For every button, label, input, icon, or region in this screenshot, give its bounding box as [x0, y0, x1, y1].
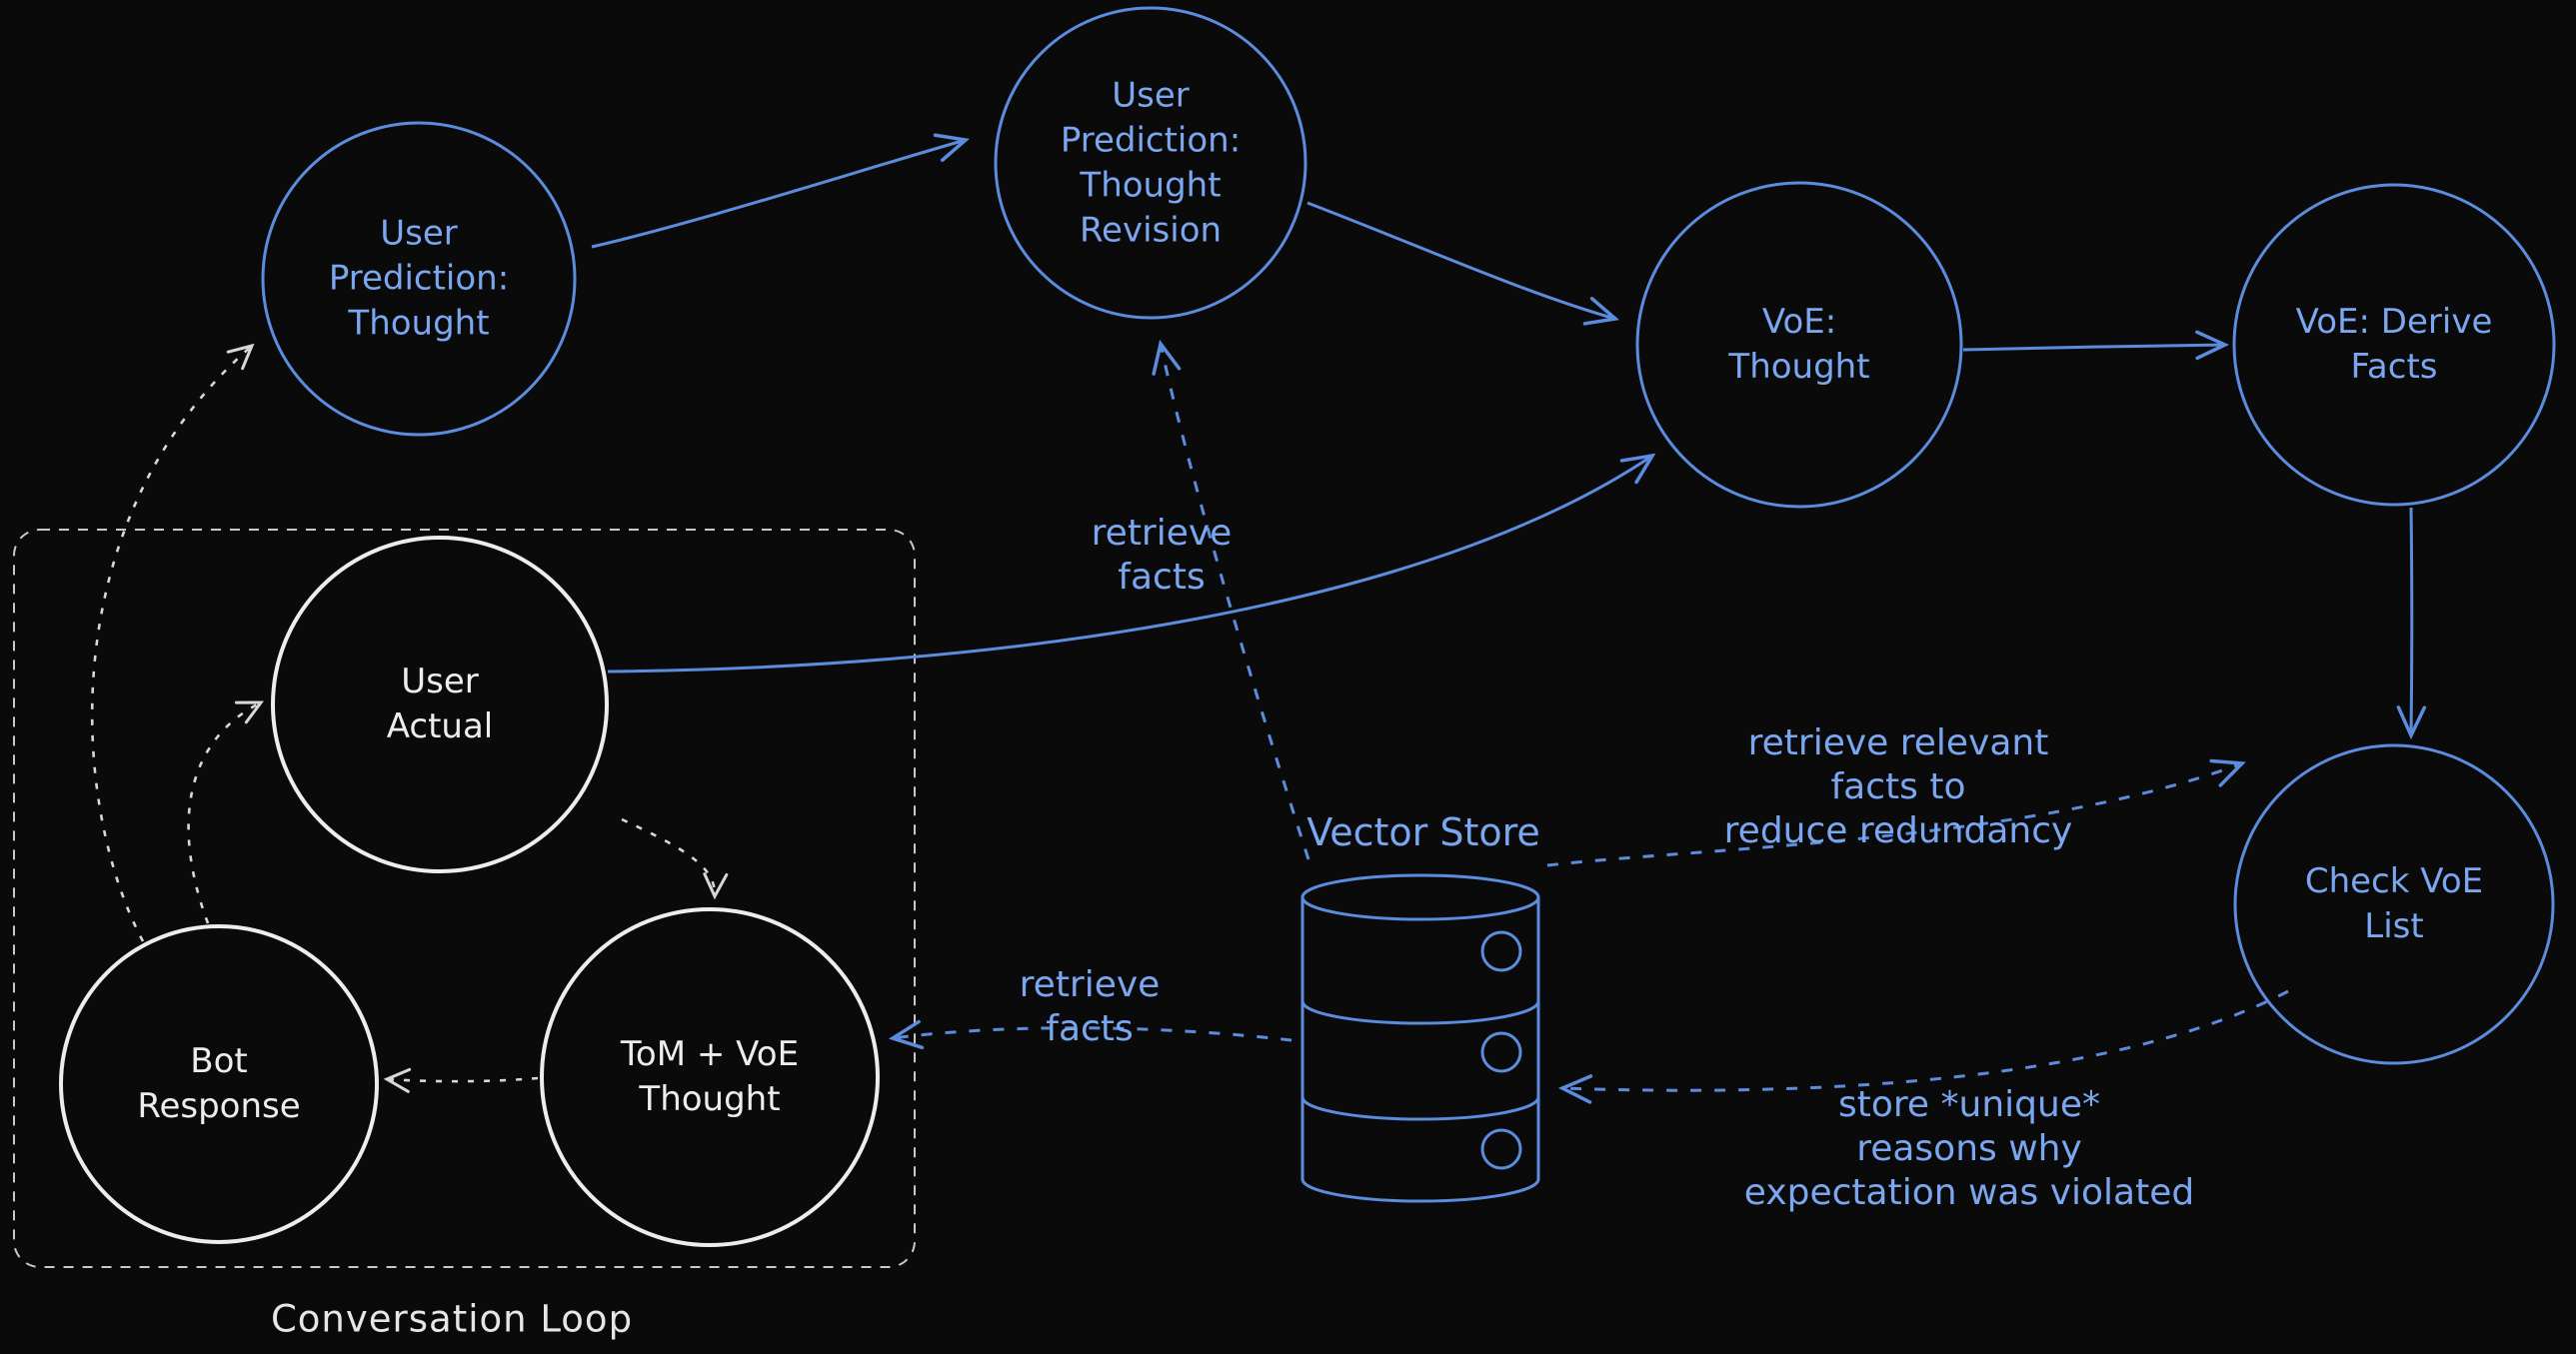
- conversation-loop-label: Conversation Loop: [270, 1297, 634, 1341]
- arrow-bot-response-to-user-actual: [187, 700, 264, 924]
- vector-store-cylinder: [1300, 873, 1540, 1203]
- arrow-derive-facts-to-check-list: [2396, 507, 2427, 740]
- arrow-user-actual-to-voe-thought: [607, 453, 1656, 674]
- node-user-prediction-thought-circle: [261, 121, 577, 437]
- node-check-voe-list-circle: [2233, 743, 2555, 1065]
- arrow-voe-thought-to-derive-facts: [1962, 330, 2230, 361]
- node-voe-derive-facts-circle: [2232, 183, 2556, 507]
- arrow-tom-to-bot-response: [383, 1067, 539, 1093]
- vector-store-label: Vector Store: [1306, 810, 1540, 854]
- arrow-user-actual-to-tom: [621, 817, 729, 900]
- arrow-store-to-tom-retrieve-facts: [888, 1019, 1292, 1050]
- cylinder-knob-2: [1480, 1031, 1522, 1073]
- cylinder-band-2: [1300, 1096, 1540, 1121]
- cylinder-top: [1300, 873, 1540, 921]
- cylinder-bottom: [1300, 1178, 1540, 1203]
- cylinder-band-1: [1300, 1000, 1540, 1025]
- cylinder-knob-3: [1480, 1128, 1522, 1170]
- arrow-store-to-revision-retrieve-facts: [1152, 339, 1310, 860]
- arrow-revision-to-voe-thought: [1306, 201, 1619, 326]
- node-bot-response-circle: [59, 924, 379, 1244]
- node-user-prediction-thought-revision-circle: [994, 6, 1307, 320]
- node-tom-voe-thought-circle: [540, 907, 880, 1247]
- arrow-check-list-to-store-store-unique: [1557, 989, 2289, 1104]
- node-voe-thought-label: VoE:Thought: [1728, 302, 1870, 387]
- arrow-bot-response-to-user-prediction: [90, 343, 255, 942]
- arrow-user-prediction-to-revision: [591, 133, 970, 249]
- node-user-actual-circle: [271, 536, 609, 873]
- conversation-loop-box: [13, 529, 916, 1268]
- cylinder-knob-1: [1480, 930, 1522, 972]
- arrow-store-to-check-list-retrieve-relevant: [1546, 758, 2246, 867]
- node-voe-thought-circle: [1635, 181, 1963, 509]
